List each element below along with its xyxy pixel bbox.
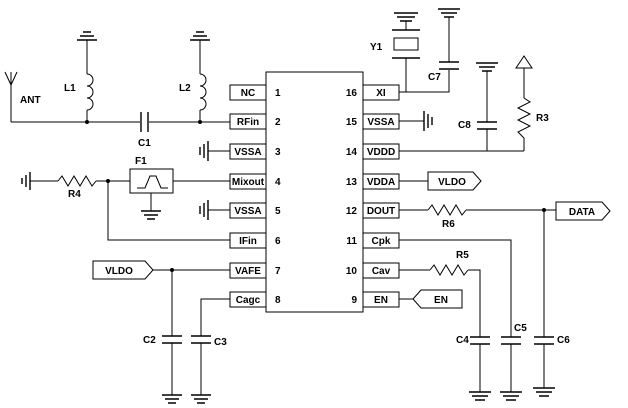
pin-number-11: 11 <box>346 236 357 247</box>
pin-name-3: VSSA <box>234 147 261 158</box>
capacitor-c1-label: C1 <box>138 138 151 149</box>
pin-number-6: 6 <box>275 236 281 247</box>
xi-wire <box>399 58 450 93</box>
pin-name-2: RFin <box>237 117 259 128</box>
pin-name-12: DOUT <box>367 206 395 217</box>
pin-name-8: Cagc <box>236 295 261 306</box>
pin-number-1: 1 <box>275 88 281 99</box>
pin-number-5: 5 <box>275 206 281 217</box>
pin-name-13: VDDA <box>367 177 395 188</box>
resistor-r5-label: R5 <box>456 250 469 261</box>
pin-number-9: 9 <box>351 295 357 306</box>
resistor-r4-label: R4 <box>68 189 81 200</box>
ground-c6 <box>533 387 555 397</box>
pin-name-1: NC <box>241 88 255 99</box>
cpk-wire <box>399 239 512 392</box>
pin-number-10: 10 <box>346 266 358 277</box>
port-data: DATA <box>555 201 611 221</box>
pin-number-3: 3 <box>275 147 281 158</box>
inductor-l1-label: L1 <box>64 83 76 94</box>
junction-l2 <box>198 120 202 124</box>
antenna-symbol <box>4 71 18 122</box>
capacitor-c3-label: C3 <box>214 337 227 348</box>
pin-name-15: VSSA <box>367 117 394 128</box>
ground-pin3 <box>199 141 230 161</box>
ic-body <box>265 71 364 313</box>
ground-c3 <box>191 394 211 404</box>
inductor-l2 <box>199 40 207 122</box>
capacitor-c4-label: C4 <box>456 335 469 346</box>
capacitor-c2-label: C2 <box>143 335 156 346</box>
ground-l1-top <box>77 31 97 41</box>
cagc-wire <box>200 298 230 395</box>
port-en: EN <box>412 289 463 309</box>
capacitor-c7 <box>439 61 459 70</box>
inductor-l2-label: L2 <box>179 83 191 94</box>
capacitor-c8 <box>477 121 497 130</box>
ground-c4 <box>469 391 491 401</box>
pin-number-13: 13 <box>346 177 358 188</box>
inductor-l1 <box>86 40 94 122</box>
ground-l2-top <box>190 31 210 41</box>
pin-name-4: Mixout <box>232 177 265 188</box>
pin-number-12: 12 <box>346 206 358 217</box>
capacitor-c5-label: C5 <box>514 323 527 334</box>
crystal-y1 <box>392 29 420 59</box>
pin-number-8: 8 <box>275 295 281 306</box>
ground-f1 <box>141 193 161 220</box>
filter-f1-label: F1 <box>135 156 147 167</box>
capacitor-c3 <box>191 335 211 344</box>
resistor-r4 <box>57 175 97 187</box>
pin-number-14: 14 <box>346 147 358 158</box>
ground-pin5 <box>199 200 230 220</box>
pin-number-4: 4 <box>275 177 281 188</box>
ground-r4 <box>21 172 31 190</box>
ground-c2 <box>162 394 182 404</box>
ground-c7-top <box>438 8 460 18</box>
pin-name-16: XI <box>376 88 386 99</box>
pin-name-10: Cav <box>372 266 391 277</box>
capacitor-c1 <box>140 112 149 132</box>
capacitor-c2 <box>162 335 182 344</box>
port-vldo-left: VLDO <box>92 260 154 280</box>
filter-f1 <box>129 168 174 194</box>
ground-y1-top <box>394 12 418 22</box>
ground-c5 <box>500 391 522 401</box>
pin-name-11: Cpk <box>372 236 391 247</box>
antenna-label: ANT <box>20 95 41 106</box>
pin-name-6: IFin <box>239 236 257 247</box>
pin-name-14: VDDD <box>367 147 395 158</box>
resistor-r3 <box>516 97 532 139</box>
c4-wire <box>468 269 481 392</box>
resistor-r6 <box>427 204 467 216</box>
port-en-label: EN <box>434 295 448 306</box>
port-data-label: DATA <box>569 207 595 218</box>
ifin-wire <box>107 181 230 241</box>
capacitor-c6 <box>534 336 554 345</box>
port-vldo-left-label: VLDO <box>105 266 133 277</box>
ground-pin15 <box>399 111 433 131</box>
pin-name-5: VSSA <box>234 206 261 217</box>
capacitor-c5 <box>501 336 521 345</box>
port-vldo-right-label: VLDO <box>438 177 466 188</box>
port-vldo-right: VLDO <box>427 171 482 191</box>
supply-r3-top <box>515 55 533 69</box>
crystal-y1-label: Y1 <box>370 42 383 53</box>
junction-l1 <box>85 120 89 124</box>
resistor-r5 <box>429 264 469 276</box>
resistor-r3-label: R3 <box>536 113 549 124</box>
pin-number-2: 2 <box>275 117 281 128</box>
pin-number-16: 16 <box>346 88 358 99</box>
capacitor-c6-label: C6 <box>557 335 570 346</box>
pin-number-7: 7 <box>275 266 281 277</box>
pin-name-9: EN <box>374 295 388 306</box>
pin-number-15: 15 <box>346 117 358 128</box>
resistor-r6-label: R6 <box>442 219 455 230</box>
capacitor-c8-label: C8 <box>458 120 471 131</box>
capacitor-c7-label: C7 <box>428 72 441 83</box>
capacitor-c4 <box>470 336 490 345</box>
ground-c8-top <box>476 62 498 72</box>
pin-name-7: VAFE <box>235 266 261 277</box>
